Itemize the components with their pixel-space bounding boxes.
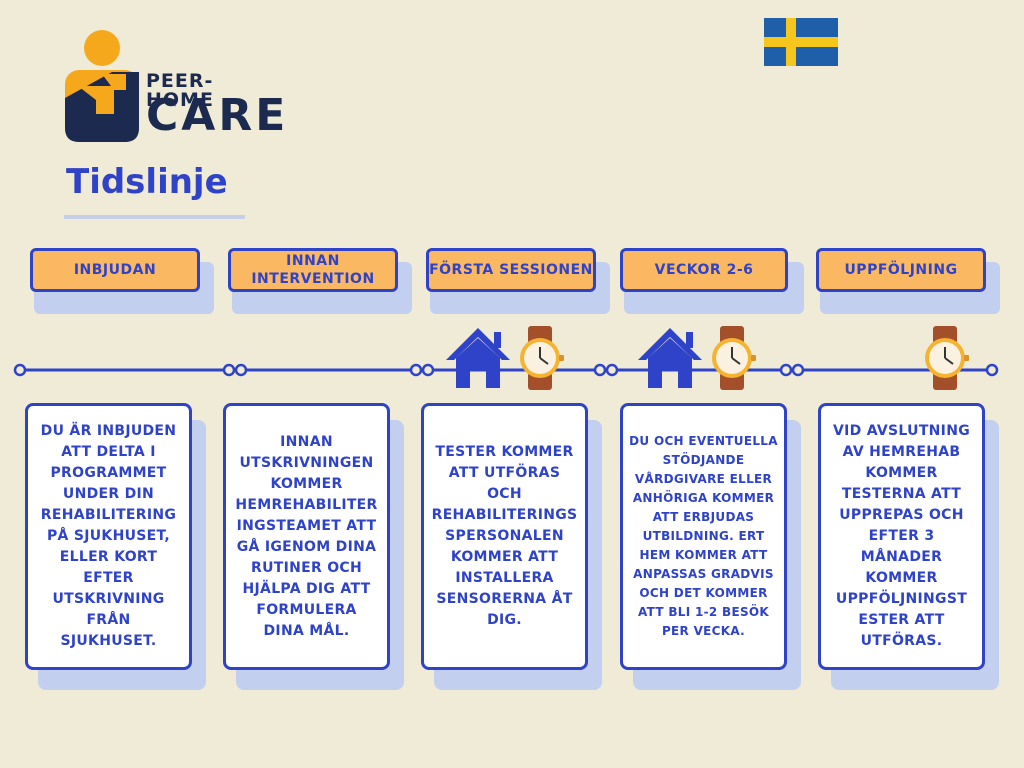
timeline-node xyxy=(593,363,607,377)
house-icon xyxy=(446,328,510,388)
page-title: Tidslinje xyxy=(66,162,228,202)
timeline-node xyxy=(605,363,619,377)
sweden-flag-icon xyxy=(764,18,838,66)
timeline-node xyxy=(985,363,999,377)
card-uppfoljning: VID AVSLUTNING AV HEMREHAB KOMMER TESTER… xyxy=(818,403,985,670)
logo-text-bottom: CARE xyxy=(146,90,289,141)
phase-header-veckor: VECKOR 2-6 xyxy=(620,248,788,292)
logo-text-top: PEER-HOME xyxy=(146,70,214,111)
card-innan-intervention: INNAN UTSKRIVNINGEN KOMMER HEMREHABILITE… xyxy=(223,403,390,670)
timeline-node xyxy=(222,363,236,377)
timeline-node xyxy=(13,363,27,377)
phase-header-forsta-sessionen: FÖRSTA SESSIONEN xyxy=(426,248,596,292)
card-forsta-sessionen: TESTER KOMMER ATT UTFÖRAS OCH REHABILITE… xyxy=(421,403,588,670)
timeline-line xyxy=(13,363,999,377)
house-icon xyxy=(638,328,702,388)
logo-mark-icon xyxy=(65,30,139,142)
timeline-node xyxy=(421,363,435,377)
phase-header-innan-intervention: INNAN INTERVENTION xyxy=(228,248,398,292)
watch-icon xyxy=(712,326,756,390)
timeline-node xyxy=(779,363,793,377)
watch-icon xyxy=(925,326,969,390)
card-veckor: DU OCH EVENTUELLA STÖDJANDE VÅRDGIVARE E… xyxy=(620,403,787,670)
timeline-node xyxy=(234,363,248,377)
title-underline xyxy=(64,215,245,219)
timeline-node xyxy=(409,363,423,377)
timeline-node xyxy=(791,363,805,377)
card-inbjudan: DU ÄR INBJUDEN ATT DELTA I PROGRAMMET UN… xyxy=(25,403,192,670)
phase-header-uppfoljning: UPPFÖLJNING xyxy=(816,248,986,292)
logo: PEER-HOME CARE xyxy=(62,28,285,144)
watch-icon xyxy=(520,326,564,390)
phase-header-inbjudan: INBJUDAN xyxy=(30,248,200,292)
